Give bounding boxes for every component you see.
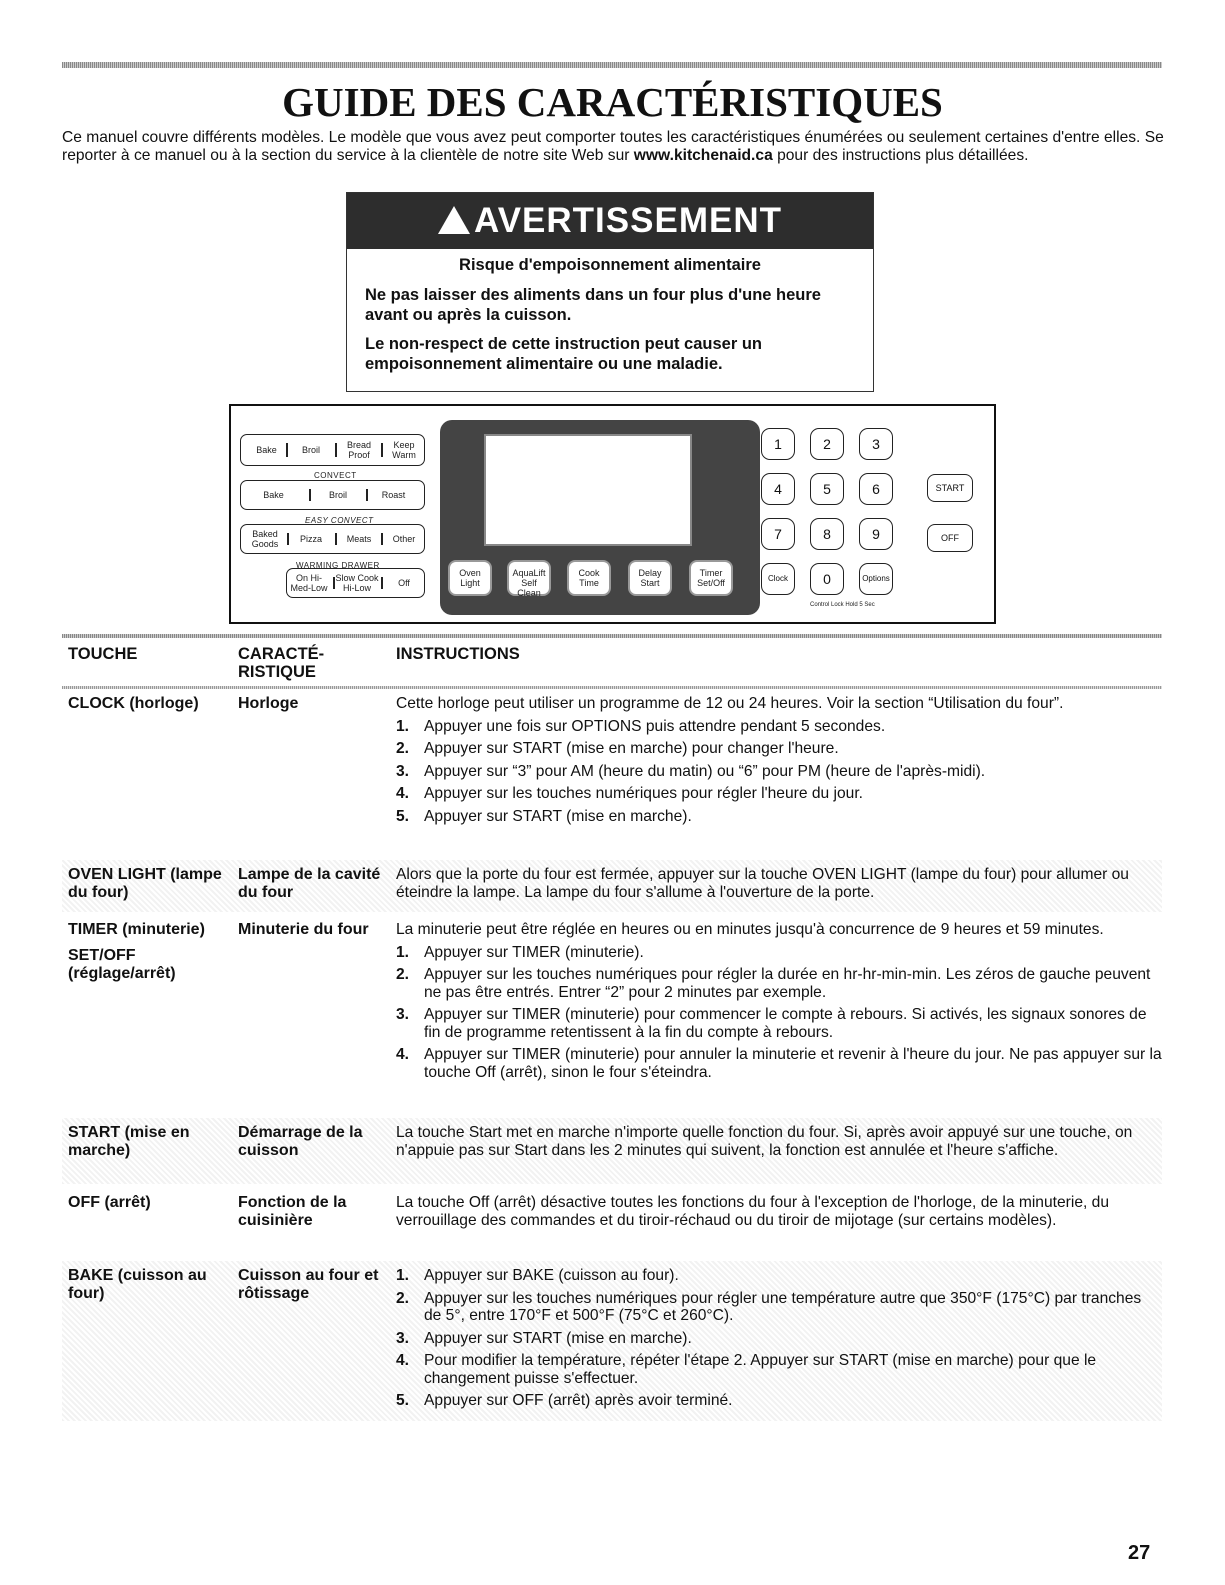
row-step: Appuyer sur les touches numériques pour … [424,1289,1142,1325]
warning-box: AVERTISSEMENT Risque d'empoisonnement al… [346,192,874,392]
table-row-off: OFF (arrêt) Fonction de la cuisinière La… [62,1188,1162,1256]
panel-convect-bake: Bake [263,490,284,500]
panel-pizza: Pizza [299,534,322,544]
key-4[interactable]: 4 [761,473,795,505]
key-6[interactable]: 6 [859,473,893,505]
row-text: Cette horloge peut utiliser un programme… [396,695,1064,712]
panel-row-easy-convect[interactable]: Baked Goods Pizza Meats Other [240,524,425,554]
warning-triangle-icon [438,206,471,234]
panel-row-bake-broil[interactable]: Bake Broil Bread Proof Keep Warm [240,434,425,466]
timer-button[interactable]: Timer Set/Off [689,560,733,596]
row-step: Appuyer sur BAKE (cuisson au four). [424,1267,679,1284]
row-step: Appuyer une fois sur OPTIONS puis attend… [424,717,886,735]
cook-time-button[interactable]: Cook Time [567,560,611,596]
key-0[interactable]: 0 [810,563,844,595]
table-row-bake: BAKE (cuisson au four) Cuisson au four e… [62,1261,1162,1421]
key-2[interactable]: 2 [810,428,844,460]
row-key: CLOCK (horloge) [68,695,199,712]
row-step: Appuyer sur TIMER (minuterie) pour comme… [424,1006,1147,1041]
row-step: Appuyer sur START (mise en marche). [424,1329,692,1347]
panel-bake: Bake [256,445,277,455]
row-step: Appuyer sur START (mise en marche) pour … [424,740,839,757]
panel-other: Other [392,534,416,544]
panel-baked-goods: Baked Goods [251,529,279,549]
row-step: Appuyer sur TIMER (minuterie) pour annul… [424,1046,1162,1081]
key-3[interactable]: 3 [859,428,893,460]
row-feature: Démarrage de la cuisson [238,1124,363,1159]
display-screen [484,434,692,546]
row-step: Appuyer sur les touches numériques pour … [424,966,1151,1001]
delay-start-button[interactable]: Delay Start [628,560,672,596]
key-9[interactable]: 9 [859,518,893,550]
row-text: La touche Off (arrêt) désactive toutes l… [396,1194,1109,1229]
warning-subtitle: Risque d'empoisonnement alimentaire [459,256,761,274]
warning-line-2: Le non-respect de cette instruction peut… [365,335,762,373]
warming-drawer-label: WARMING DRAWER [296,561,380,570]
page-number: 27 [1128,1542,1151,1564]
row-step: Appuyer sur “3” pour AM (heure du matin)… [424,762,986,780]
table-row-oven-light: OVEN LIGHT (lampe du four) Lampe de la c… [62,860,1162,912]
row-step: Pour modifier la température, répéter l'… [424,1352,1097,1387]
header-caracteristique: CARACTÉ-RISTIQUE [238,645,325,681]
intro-paragraph: Ce manuel couvre différents modèles. Le … [62,129,1172,165]
panel-warming-off: Off [398,578,410,588]
key-5[interactable]: 5 [810,473,844,505]
row-feature: Fonction de la cuisinière [238,1194,347,1229]
aqualift-button[interactable]: AquaLift Self Clean [507,560,551,598]
panel-bread-proof: Bread Proof [346,440,372,460]
row-step: Appuyer sur les touches numériques pour … [424,785,863,802]
row-text: Alors que la porte du four est fermée, a… [396,866,1129,901]
key-8[interactable]: 8 [810,518,844,550]
easy-convect-label: EASY CONVECT [305,516,374,525]
row-text: La minuterie peut être réglée en heures … [396,921,1104,938]
row-feature: Horloge [238,695,299,712]
intro-text-end: pour des instructions plus détaillées. [772,147,1029,164]
control-lock-label: Control Lock Hold 5 Sec [810,602,875,608]
intro-text: Ce manuel couvre différents modèles. Le … [62,129,1164,164]
panel-convect-roast: Roast [381,490,406,500]
key-1[interactable]: 1 [761,428,795,460]
panel-broil: Broil [301,445,320,455]
table-row-timer: TIMER (minuterie) SET/OFF (réglage/arrêt… [68,921,1162,1081]
row-feature: Minuterie du four [238,921,369,938]
row-feature: Lampe de la cavité du four [238,866,381,901]
website-link[interactable]: www.kitchenaid.ca [633,147,773,164]
row-key: OFF (arrêt) [68,1194,151,1211]
header-rule [62,686,1162,689]
panel-meats: Meats [346,534,372,544]
row-key: TIMER (minuterie) [68,921,205,938]
warning-title: AVERTISSEMENT [474,201,782,240]
convect-label: CONVECT [314,471,357,480]
table-row-clock: CLOCK (horloge) Horloge Cette horloge pe… [62,689,1162,857]
panel-row-warming-drawer[interactable]: On Hi-Med-Low Slow Cook Hi-Low Off [286,568,425,598]
start-key[interactable]: START [927,474,973,502]
warning-header: AVERTISSEMENT [347,193,873,249]
panel-convect-broil: Broil [328,490,347,500]
row-step: Appuyer sur TIMER (minuterie). [424,943,644,961]
warning-line-1: Ne pas laisser des aliments dans un four… [365,286,821,324]
panel-keep-warm: Keep Warm [392,440,416,460]
row-key-2: SET/OFF (réglage/arrêt) [68,947,176,982]
panel-row-convect[interactable]: Bake Broil Roast [240,480,425,510]
panel-warming-on: On Hi-Med-Low [290,573,328,593]
header-touche: TOUCHE [68,645,138,663]
row-feature: Cuisson au four et rôtissage [238,1267,379,1302]
row-text: La touche Start met en marche n'importe … [396,1124,1133,1159]
table-top-rule [62,634,1162,638]
table-row-start: START (mise en marche) Démarrage de la c… [62,1118,1162,1184]
row-key: START (mise en marche) [68,1124,190,1159]
row-key: BAKE (cuisson au four) [68,1267,207,1302]
panel-slow-cook: Slow Cook Hi-Low [335,573,379,593]
oven-light-button[interactable]: Oven Light [448,560,492,596]
options-key[interactable]: Options [859,563,893,595]
row-step: Appuyer sur START (mise en marche). [424,807,692,825]
clock-key[interactable]: Clock [761,563,795,595]
row-key: OVEN LIGHT (lampe du four) [68,866,222,901]
header-instructions: INSTRUCTIONS [396,645,520,663]
off-key[interactable]: OFF [927,524,973,552]
top-rule [62,62,1162,68]
row-step: Appuyer sur OFF (arrêt) après avoir term… [424,1392,733,1409]
page-title: GUIDE DES CARACTÉRISTIQUES [282,79,943,125]
key-7[interactable]: 7 [761,518,795,550]
